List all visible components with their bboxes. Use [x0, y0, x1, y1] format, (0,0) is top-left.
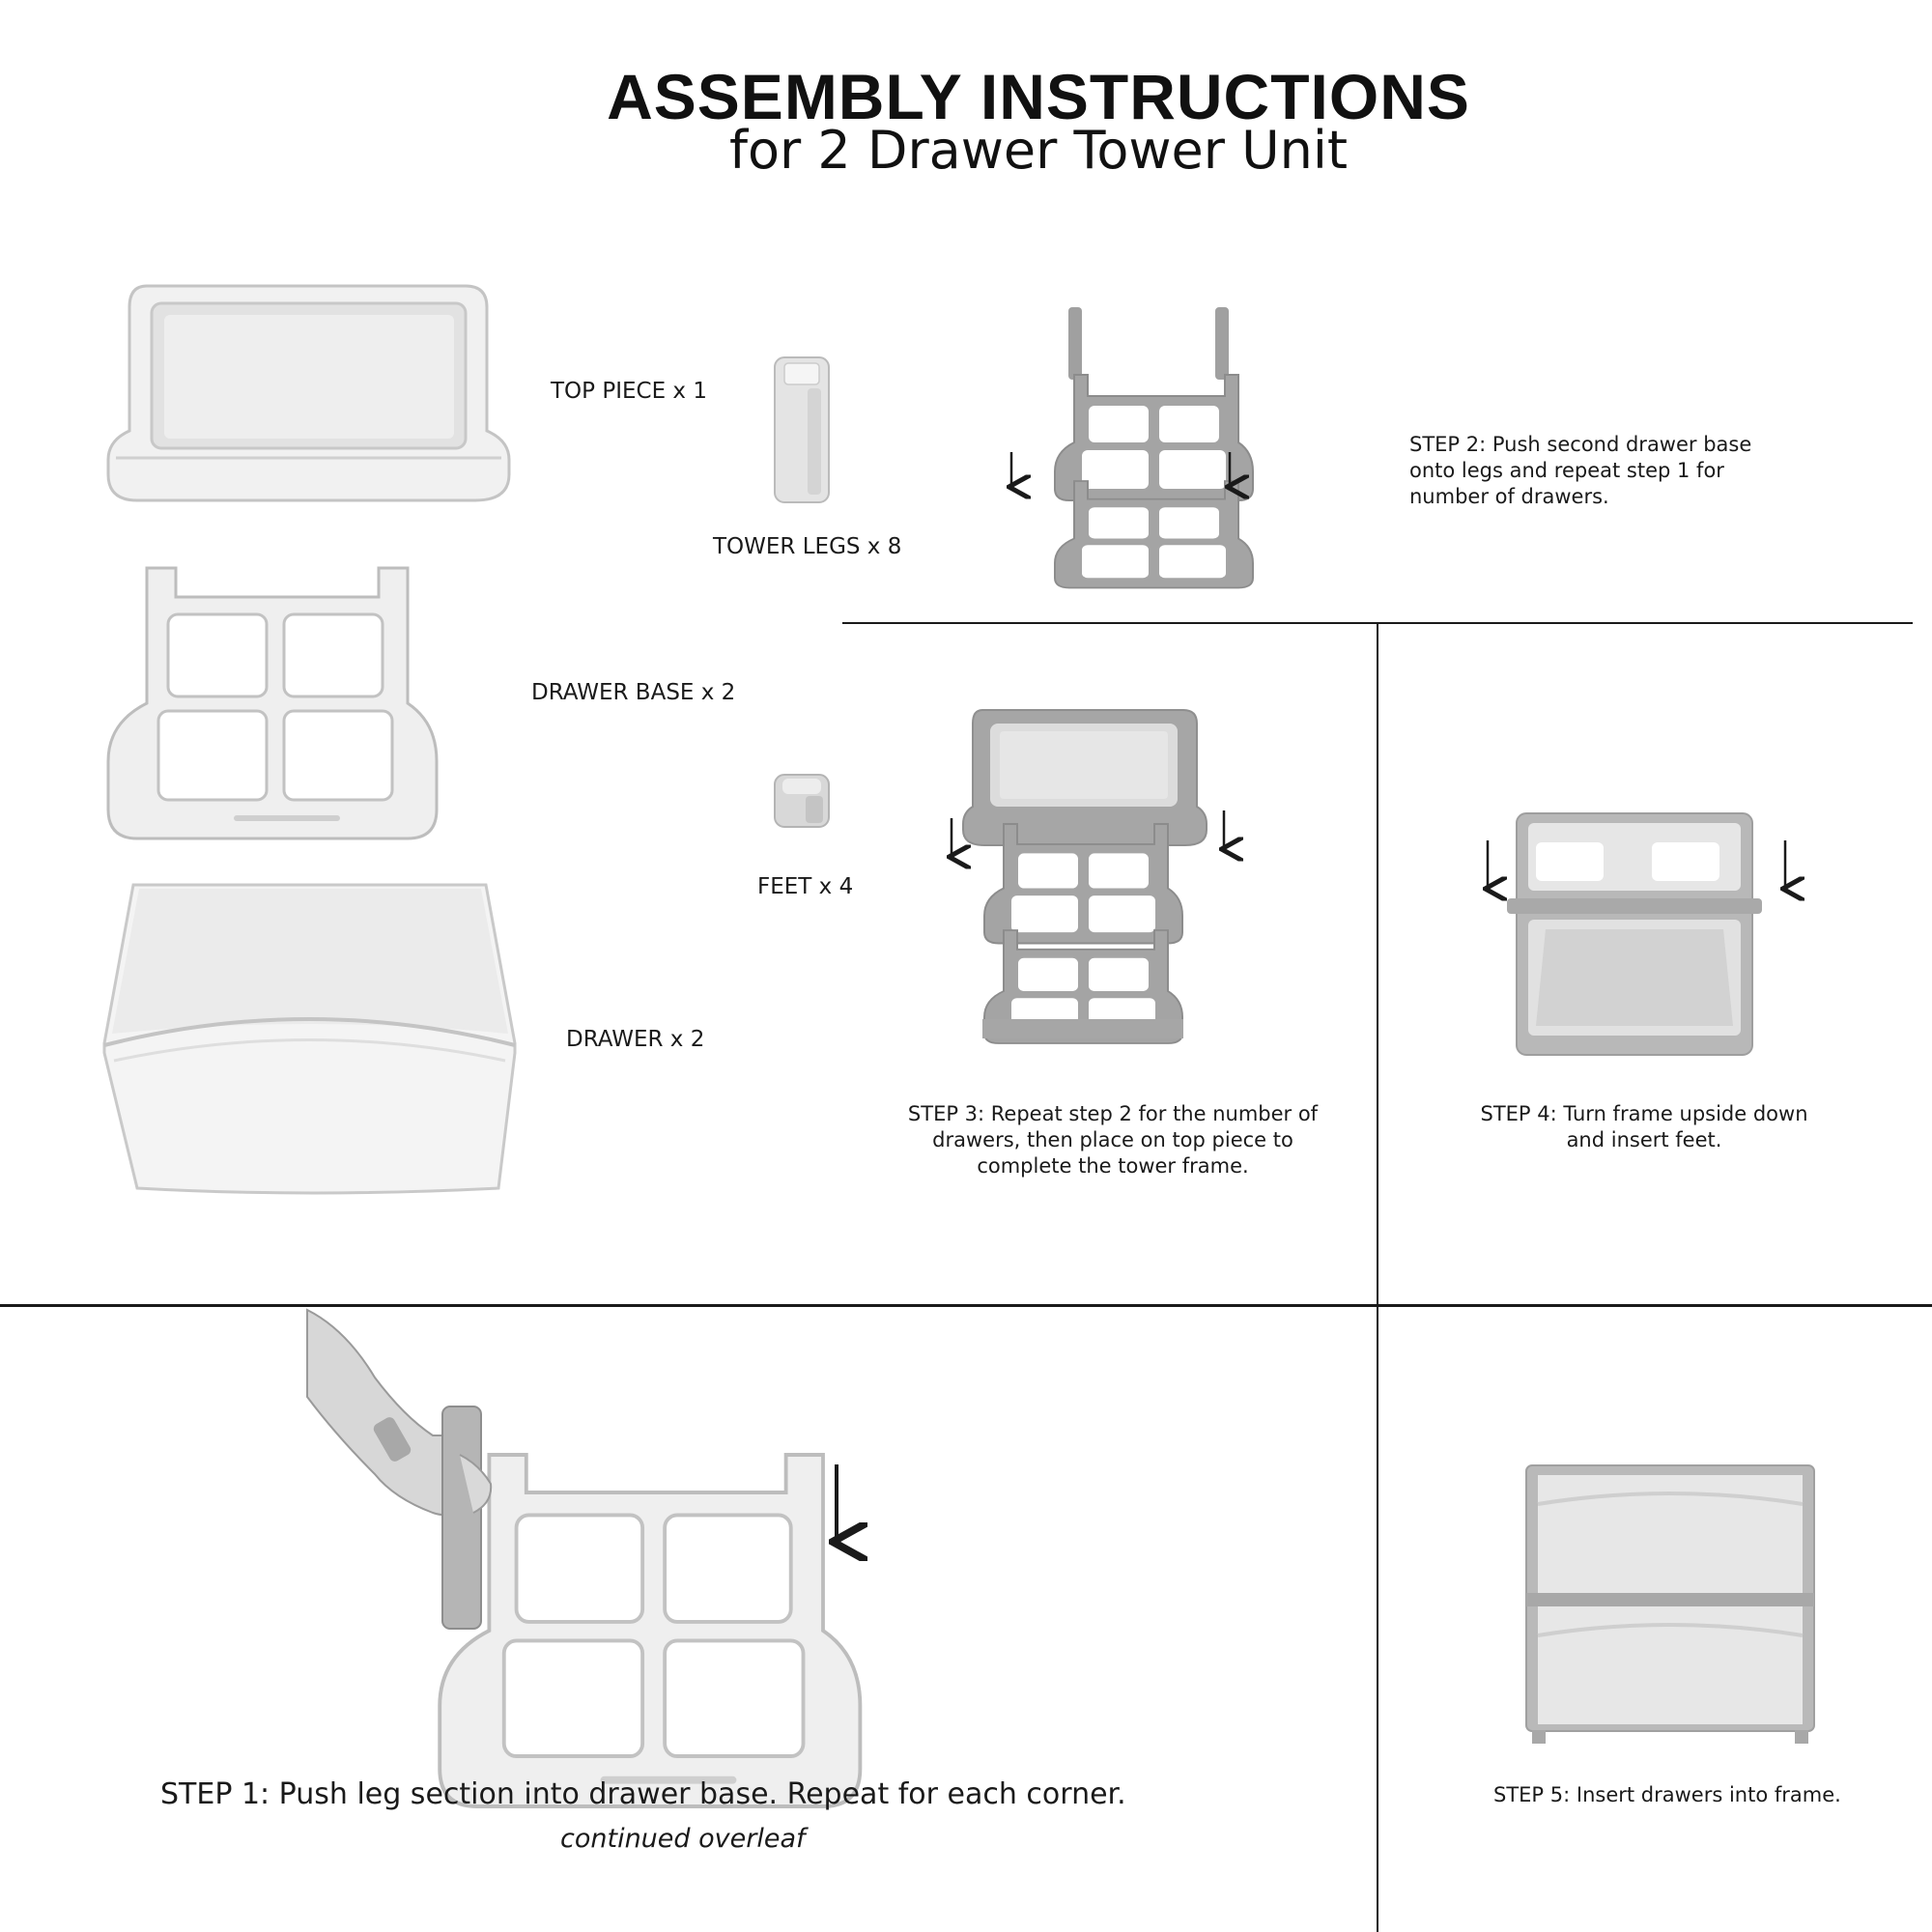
step1-illustration [306, 1308, 858, 1808]
part-label-top-piece: TOP PIECE x 1 [551, 379, 707, 404]
step2-text: STEP 2: Push second drawer base onto leg… [1409, 433, 1752, 508]
tower-leg-illustration [774, 356, 830, 503]
page-subtitle: for 2 Drawer Tower Unit [728, 120, 1349, 181]
drawer-illustration [102, 883, 517, 1195]
part-label-drawer: DRAWER x 2 [566, 1027, 705, 1052]
step5-illustration [1525, 1464, 1815, 1744]
page-title: ASSEMBLY INSTRUCTIONS [607, 61, 1470, 132]
foot-illustration [774, 774, 830, 828]
step4-illustration [1478, 812, 1797, 1056]
part-label-feet: FEET x 4 [757, 874, 854, 899]
step3-illustration [942, 709, 1236, 1044]
divider-middle-full [0, 1304, 1932, 1307]
divider-vertical [1377, 622, 1378, 1932]
continued-note: continued overleaf [560, 1824, 806, 1854]
step3-text: STEP 3: Repeat step 2 for the number of … [907, 1102, 1319, 1178]
part-label-drawer-base: DRAWER BASE x 2 [531, 680, 736, 705]
part-label-tower-legs: TOWER LEGS x 8 [713, 534, 902, 559]
step1-text: STEP 1: Push leg section into drawer bas… [160, 1777, 1126, 1811]
step5-text: STEP 5: Insert drawers into frame. [1493, 1783, 1841, 1806]
top-piece-illustration [106, 284, 511, 502]
drawer-base-illustration [106, 566, 439, 840]
step4-text: STEP 4: Turn frame upside down and inser… [1480, 1102, 1808, 1151]
step2-illustration [995, 307, 1254, 589]
